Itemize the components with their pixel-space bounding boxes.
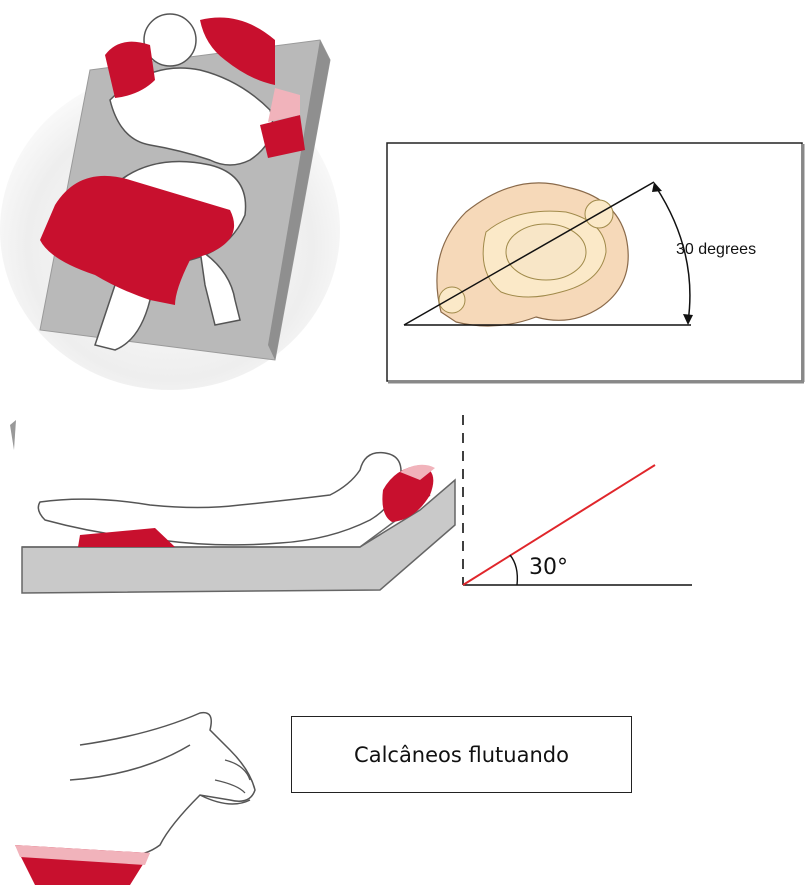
- pelvis-tilt-diagram: 30 degrees: [386, 142, 805, 385]
- pelvis-angle-label: 30 degrees: [676, 241, 756, 258]
- floating-heels-illustration: [0, 705, 270, 886]
- supine-illustration: [0, 410, 460, 600]
- caption-text: Calcâneos flutuando: [354, 743, 569, 767]
- angle-diagram: 30°: [455, 410, 700, 600]
- caption-box: Calcâneos flutuando: [291, 716, 632, 793]
- side-lying-illustration: [0, 0, 345, 392]
- angle-label: 30°: [529, 555, 568, 580]
